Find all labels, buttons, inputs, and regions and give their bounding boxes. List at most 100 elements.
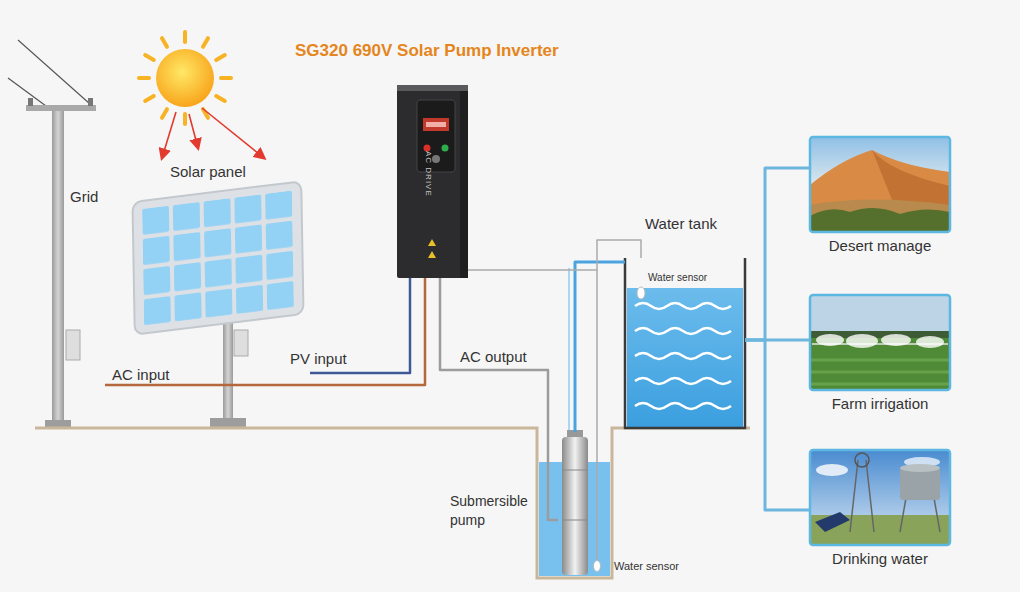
sun: [216, 96, 225, 101]
sun: [156, 49, 214, 107]
sensor-wire: [596, 270, 598, 560]
solar-panel-drawing: [132, 181, 303, 334]
grid-pole: Grid: [25, 100, 105, 430]
inverter-drawing: [442, 145, 449, 152]
photo-caption: Drinking water: [810, 550, 950, 568]
water-photo: [850, 460, 858, 532]
sun: [183, 114, 187, 124]
submersible-pump: Submersible pump: [558, 432, 592, 578]
photo-box: Drinking water: [810, 450, 950, 545]
water-pipe: [745, 340, 810, 510]
photo-caption: Farm irrigation: [810, 395, 950, 413]
sun: [145, 96, 154, 101]
desert-photo: [810, 150, 950, 232]
pump-drawing: [562, 470, 588, 471]
node-label: Water tank: [645, 215, 717, 233]
power-lines: [18, 40, 90, 104]
water-pipe: [745, 168, 810, 340]
desert-photo: [810, 200, 950, 233]
solar-panel-drawing: [142, 190, 294, 325]
ground-and-well: [35, 428, 750, 578]
node-label: AC DRIVE: [424, 151, 433, 197]
sensor-wire: [468, 240, 641, 270]
pump-drawing: [562, 437, 588, 575]
water-photo: [866, 460, 874, 532]
pump-drawing: [562, 520, 588, 521]
sensor-wire: [594, 270, 601, 572]
inverter-drawing: [460, 91, 468, 278]
farm-photo: [810, 295, 950, 390]
farm-photo: [881, 334, 911, 346]
grid-pole-drawing: [26, 98, 96, 428]
water-photo: [815, 512, 850, 532]
water-pipe: [575, 262, 625, 432]
sun: [139, 32, 231, 124]
water-photo: [850, 460, 940, 532]
node-label: Submersible pump: [450, 492, 545, 530]
inverter-drawing: [426, 122, 446, 127]
sun: [216, 55, 225, 60]
farm-photo: [810, 360, 950, 384]
desert-photo: [810, 208, 950, 232]
grid-pole-drawing: [88, 98, 93, 106]
node-label: Water sensor: [648, 272, 707, 284]
sun-rays-arrows: [202, 108, 264, 158]
water-photo: [810, 450, 950, 545]
water-photo: [816, 464, 848, 476]
tank-drawing: [635, 303, 731, 409]
photo-caption: Desert manage: [810, 237, 950, 255]
sun-rays-arrows: [162, 108, 264, 158]
tank-drawing: [625, 258, 745, 428]
inverter-drawing: [397, 85, 468, 278]
inverter-drawing: [423, 118, 449, 131]
photo-box: Desert manage: [810, 137, 950, 232]
grid-pole-drawing: [28, 98, 33, 106]
sun-rays-arrows: [162, 112, 176, 158]
pump-drawing: [568, 268, 570, 430]
solar-panel: Solar panel: [125, 160, 310, 428]
power-lines: [8, 40, 90, 106]
inverter-drawing: [428, 239, 436, 246]
inverter-box: AC DRIVE: [397, 85, 468, 278]
inverter-drawing: [424, 145, 431, 152]
solar-panel-drawing: [132, 181, 303, 334]
water-photo: [900, 468, 940, 500]
desert-photo: [810, 137, 950, 232]
farm-photo: [846, 334, 878, 348]
farm-photo: [810, 295, 950, 390]
water-photo: [900, 498, 906, 532]
wire-label: AC input: [112, 366, 170, 384]
sun-rays-arrows: [189, 114, 198, 148]
inverter-drawing: [432, 155, 440, 163]
sun: [162, 109, 167, 118]
water-photo: [810, 450, 950, 518]
tank-drawing: [637, 287, 645, 299]
inverter-drawing: [428, 251, 436, 258]
wire-label: PV input: [290, 350, 347, 368]
grid-pole-drawing: [26, 105, 96, 111]
inverter-drawing: [397, 85, 468, 91]
sun: [139, 76, 149, 80]
sun: [162, 38, 167, 47]
water-photo: [855, 453, 869, 467]
inverter-drawing: [417, 100, 455, 172]
inverter-drawing: [397, 85, 468, 278]
solar-panel-drawing: [234, 330, 248, 356]
sun: [145, 55, 154, 60]
farm-photo: [816, 334, 844, 346]
farm-photo: [916, 336, 944, 348]
sun: [139, 32, 231, 124]
desert-photo: [810, 137, 950, 232]
water-tank: Water tankWater sensor: [625, 258, 745, 428]
water-photo: [934, 498, 940, 532]
tank-drawing: [625, 258, 745, 428]
ground-and-well: [35, 428, 750, 578]
solar-panel-drawing: [132, 181, 303, 428]
node-label: Grid: [70, 188, 98, 206]
grid-pole-drawing: [66, 330, 80, 360]
power-wire: [440, 278, 558, 520]
sun: [221, 76, 231, 80]
power-lines: [8, 78, 46, 106]
